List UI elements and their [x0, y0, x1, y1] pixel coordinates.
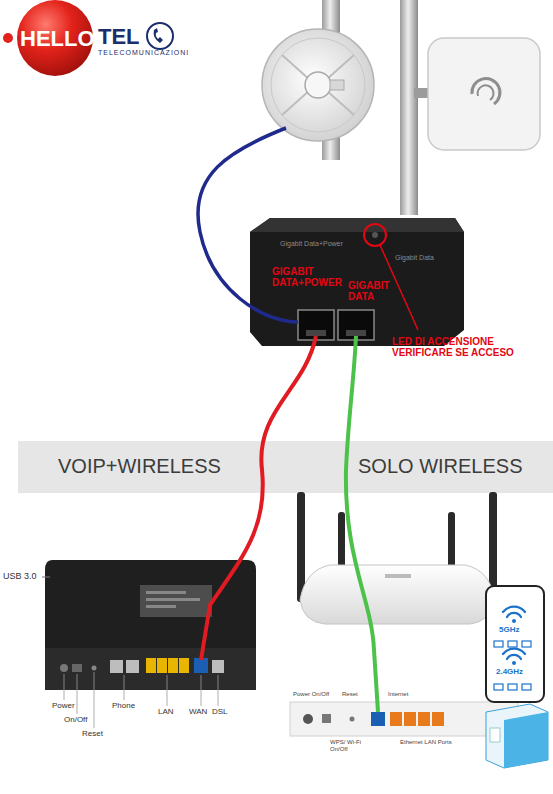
port-name: USB 3.0: [3, 572, 37, 582]
port-name: Power: [52, 702, 75, 711]
port-name: LAN: [158, 708, 174, 717]
port-label: GIGABIT DATA: [348, 280, 398, 302]
logo-text: TEL: [98, 25, 140, 49]
port-name: DSL: [212, 708, 228, 717]
poe-injector-box: GIGABIT DATA+POWERGIGABIT DATA: [266, 266, 406, 308]
wireless-router: [290, 492, 548, 768]
red-cable: [201, 336, 316, 660]
band-ground: [18, 441, 553, 493]
poe-injector: [250, 218, 464, 346]
band-icon-label: 5GHz: [499, 626, 519, 635]
port-name: WAN: [189, 708, 207, 717]
port-name: Reset: [82, 730, 103, 739]
logo: [3, 0, 173, 76]
port-name: Power On/Off: [293, 691, 329, 698]
dish-antenna: [262, 0, 374, 160]
band-icon-label: 2.4GHz: [496, 668, 523, 677]
port-name: On/Off: [64, 716, 87, 725]
logo-text: HELLO: [20, 27, 95, 51]
port-label: GIGABIT DATA+POWER: [272, 266, 346, 288]
port-name: Reset: [342, 691, 358, 698]
device-print: Gigabit Data+Power: [280, 240, 343, 248]
band-title: SOLO WIRELESS: [358, 455, 523, 477]
logo-subtitle: TELECOMUNICAZIONI: [98, 49, 189, 57]
port-name: Phone: [112, 702, 135, 711]
green-cable: [346, 336, 378, 712]
port-name: Ethernet LAN Ports: [400, 739, 452, 746]
blue-cable: [198, 128, 298, 322]
band: VOIP+WIRELESS SOLO WIRELESS: [18, 441, 553, 493]
device-print: Gigabit Data: [395, 254, 434, 262]
port-name: Internet: [388, 691, 408, 698]
band-title: VOIP+WIRELESS: [58, 455, 221, 477]
callout-note: LED DI ACCENSIONE VERIFICARE SE ACCESO: [392, 336, 537, 358]
panel-antenna: [400, 0, 540, 215]
port-name: WPS/ Wi-Fi On/Off: [330, 739, 370, 752]
